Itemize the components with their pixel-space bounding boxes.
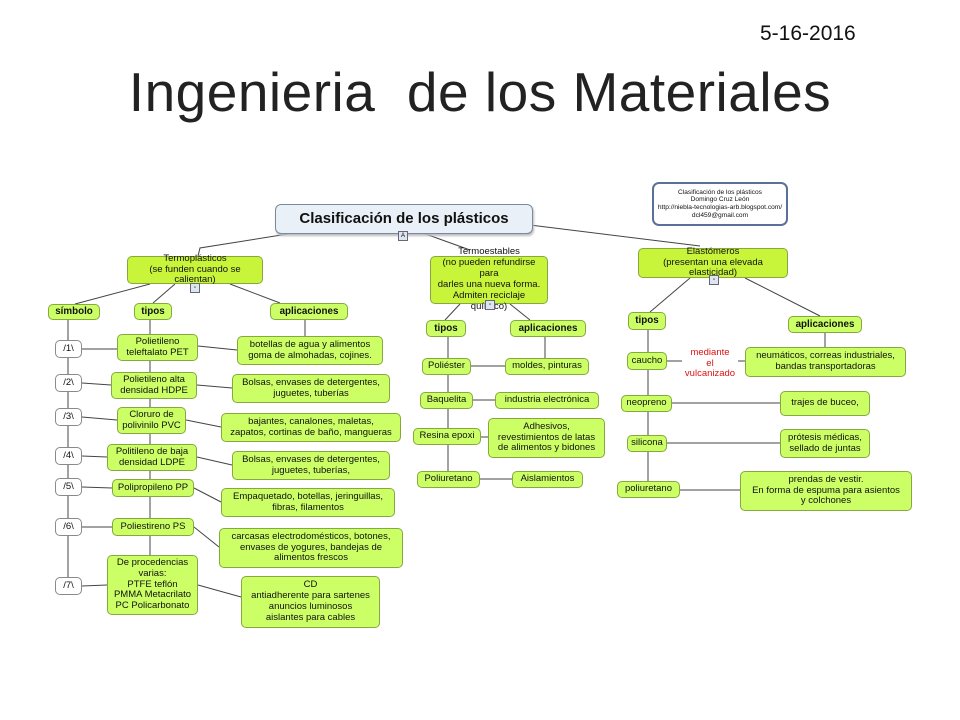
aplicaciones-node: aplicaciones: [270, 303, 348, 320]
app-node-prendas: prendas de vestir. En forma de espuma pa…: [740, 471, 912, 511]
app-node-ps: carcasas electrodomésticos, botones, env…: [219, 528, 403, 568]
app-node-pp: Empaquetado, botellas, jeringuillas, fib…: [221, 488, 395, 517]
app-node-pet: botellas de agua y alimentos goma de alm…: [237, 336, 383, 365]
type-node-poliester: Poliéster: [422, 358, 471, 375]
connector: [509, 303, 531, 321]
app-node-aislamientos: Aislamientos: [512, 471, 583, 488]
app-node-adhesivos: Adhesivos, revestimientos de latas de al…: [488, 418, 605, 458]
app-node-electronica: industria electrónica: [495, 392, 599, 409]
connector: [193, 526, 220, 548]
root-node: Clasificación de los plásticos: [275, 204, 533, 234]
type-node-poliuretano-e: poliuretano: [617, 481, 680, 498]
type-node-poliuretano-t: Poliuretano: [417, 471, 480, 488]
type-node-neopreno: neopreno: [621, 395, 672, 412]
symbol-node-5: /5\: [55, 478, 82, 496]
type-node-resina-epoxi: Resina epoxi: [413, 428, 481, 445]
connector: [152, 283, 176, 304]
termoestables-tipos-node: tipos: [426, 320, 466, 337]
type-node-varias: De procedencias varias: PTFE teflón PMMA…: [107, 555, 198, 615]
connector: [81, 584, 108, 587]
attachment-icon: ▫: [485, 300, 495, 310]
type-node-pvc: Cloruro de polivinilo PVC: [117, 407, 186, 434]
symbol-node-6: /6\: [55, 518, 82, 536]
attachment-icon: A: [398, 231, 408, 241]
slide-date: 5-16-2016: [760, 22, 856, 45]
type-node-ps: Poliestireno PS: [112, 518, 194, 536]
connector: [81, 486, 113, 489]
connector: [81, 455, 108, 458]
type-node-baquelita: Baquelita: [420, 392, 473, 409]
author-info-box: Clasificación de los plásticos Domingo C…: [652, 182, 788, 226]
connector: [529, 224, 701, 247]
vulcanizado-label: mediante el vulcanizado: [684, 346, 736, 380]
app-node-trajes: trajes de buceo,: [780, 391, 870, 416]
slide-title: Ingenieria de los Materiales: [128, 61, 832, 123]
tipos-node: tipos: [134, 303, 172, 320]
connector: [193, 487, 222, 503]
connector: [81, 382, 112, 386]
symbol-node-1: /1\: [55, 340, 82, 358]
connector: [744, 277, 821, 317]
termoestables-node: Termoestables (no pueden refundirse para…: [430, 246, 548, 312]
connector: [444, 303, 461, 321]
app-node-protesis: prótesis médicas, sellado de juntas: [780, 429, 870, 458]
connector: [197, 584, 242, 598]
connector: [196, 384, 233, 389]
connector: [74, 283, 151, 305]
app-node-ldpe: Bolsas, envases de detergentes, juguetes…: [232, 451, 390, 480]
connector: [419, 231, 471, 251]
type-node-hdpe: Polietileno alta densidad HDPE: [111, 372, 197, 399]
symbol-node-7: /7\: [55, 577, 82, 595]
app-node-hdpe: Bolsas, envases de detergentes, juguetes…: [232, 374, 390, 403]
termoplasticos-node: Termoplásticos (se funden cuando se cali…: [127, 253, 263, 285]
elastomeros-node: Elastómeros (presentan una elevada elast…: [638, 246, 788, 278]
app-node-moldes: moldes, pinturas: [505, 358, 589, 375]
type-node-pet: Polietileno teleftalato PET: [117, 334, 198, 361]
connector: [649, 277, 691, 313]
symbol-node-3: /3\: [55, 408, 82, 426]
elastomeros-aplicaciones-node: aplicaciones: [788, 316, 862, 333]
connector: [185, 419, 222, 428]
app-node-pvc: bajantes, canalones, maletas, zapatos, c…: [221, 413, 401, 442]
symbol-node-4: /4\: [55, 447, 82, 465]
connector: [197, 345, 238, 351]
connector: [229, 283, 281, 304]
simbolo-node: símbolo: [48, 304, 100, 320]
connector: [81, 416, 118, 421]
type-node-pp: Polipropileno PP: [112, 479, 194, 497]
elastomeros-tipos-node: tipos: [628, 312, 666, 330]
attachment-icon: ▫: [190, 283, 200, 293]
app-node-varias: CD antiadherente para sartenes anuncios …: [241, 576, 380, 628]
type-node-ldpe: Politileno de baja densidad LDPE: [107, 444, 197, 471]
attachment-icon: ▫: [709, 275, 719, 285]
type-node-silicona: silicona: [627, 435, 667, 452]
type-node-caucho: caucho: [627, 352, 667, 370]
termoestables-aplicaciones-node: aplicaciones: [510, 320, 586, 337]
symbol-node-2: /2\: [55, 374, 82, 392]
connector: [197, 231, 301, 257]
connector: [196, 456, 233, 466]
app-node-neumaticos: neumáticos, correas industriales, bandas…: [745, 347, 906, 377]
